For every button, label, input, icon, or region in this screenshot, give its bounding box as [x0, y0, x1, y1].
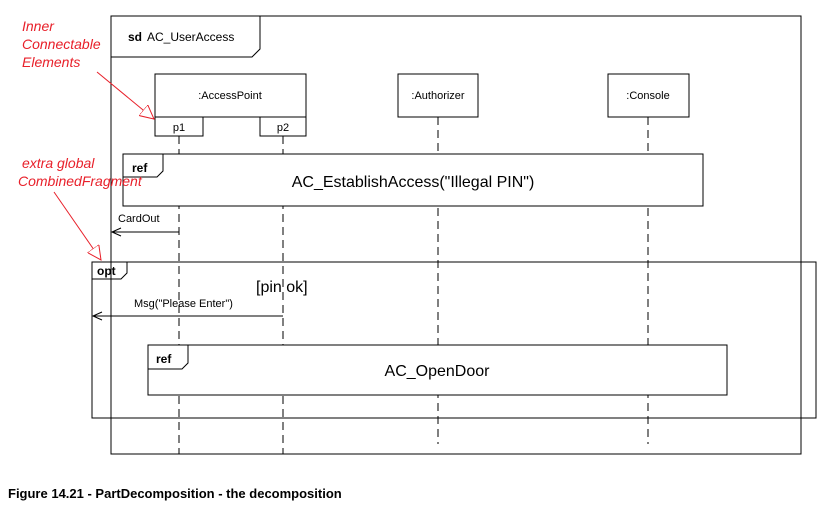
annotation-extra-arrow [53, 191, 101, 260]
sd-frame [110, 15, 802, 455]
annotation-inner-line1: Inner [22, 18, 55, 34]
lifeline-head-console [607, 73, 690, 118]
figure-caption: Figure 14.21 - PartDecomposition - the d… [8, 486, 342, 501]
opt-fragment [91, 261, 817, 419]
port-p1-label: p1 [173, 122, 185, 134]
annotation-inner-line2: Connectable [22, 36, 101, 52]
opt-fragment-tab [92, 262, 128, 280]
message-please-enter-label: Msg("Please Enter") [134, 298, 233, 310]
opt-guard: [pin ok] [256, 279, 308, 296]
lifeline-label-console: :Console [626, 90, 669, 102]
message-cardout-arrowhead [110, 227, 122, 237]
annotation-extra-line2: CombinedFragment [18, 173, 143, 189]
lifeline-head-authorizer [397, 73, 479, 118]
ref-establish-access [122, 153, 704, 207]
ref-open-door-name: AC_OpenDoor [385, 363, 491, 380]
ref-open-door-keyword: ref [156, 352, 172, 366]
sd-frame-keyword: sd [128, 30, 142, 44]
annotation-inner-line3: Elements [22, 54, 80, 70]
message-please-enter-arrowhead [91, 311, 103, 321]
ref-establish-access-name: AC_EstablishAccess("Illegal PIN") [292, 174, 535, 191]
ref-establish-access-tab [123, 154, 164, 178]
port-p2-label: p2 [277, 122, 289, 134]
opt-keyword: opt [97, 264, 116, 278]
ref-open-door [147, 344, 728, 396]
annotation-extra-line1: extra global [22, 155, 95, 171]
lifeline-label-accesspoint: :AccessPoint [198, 90, 262, 102]
ref-open-door-tab [148, 345, 189, 370]
lifeline-label-authorizer: :Authorizer [411, 90, 465, 102]
sd-frame-tab [111, 16, 261, 58]
ref-establish-access-keyword: ref [132, 161, 148, 175]
lifeline-head-accesspoint [154, 73, 307, 118]
message-cardout-label: CardOut [118, 213, 160, 225]
sd-frame-name: AC_UserAccess [147, 30, 234, 44]
annotation-inner-arrow [96, 71, 154, 119]
